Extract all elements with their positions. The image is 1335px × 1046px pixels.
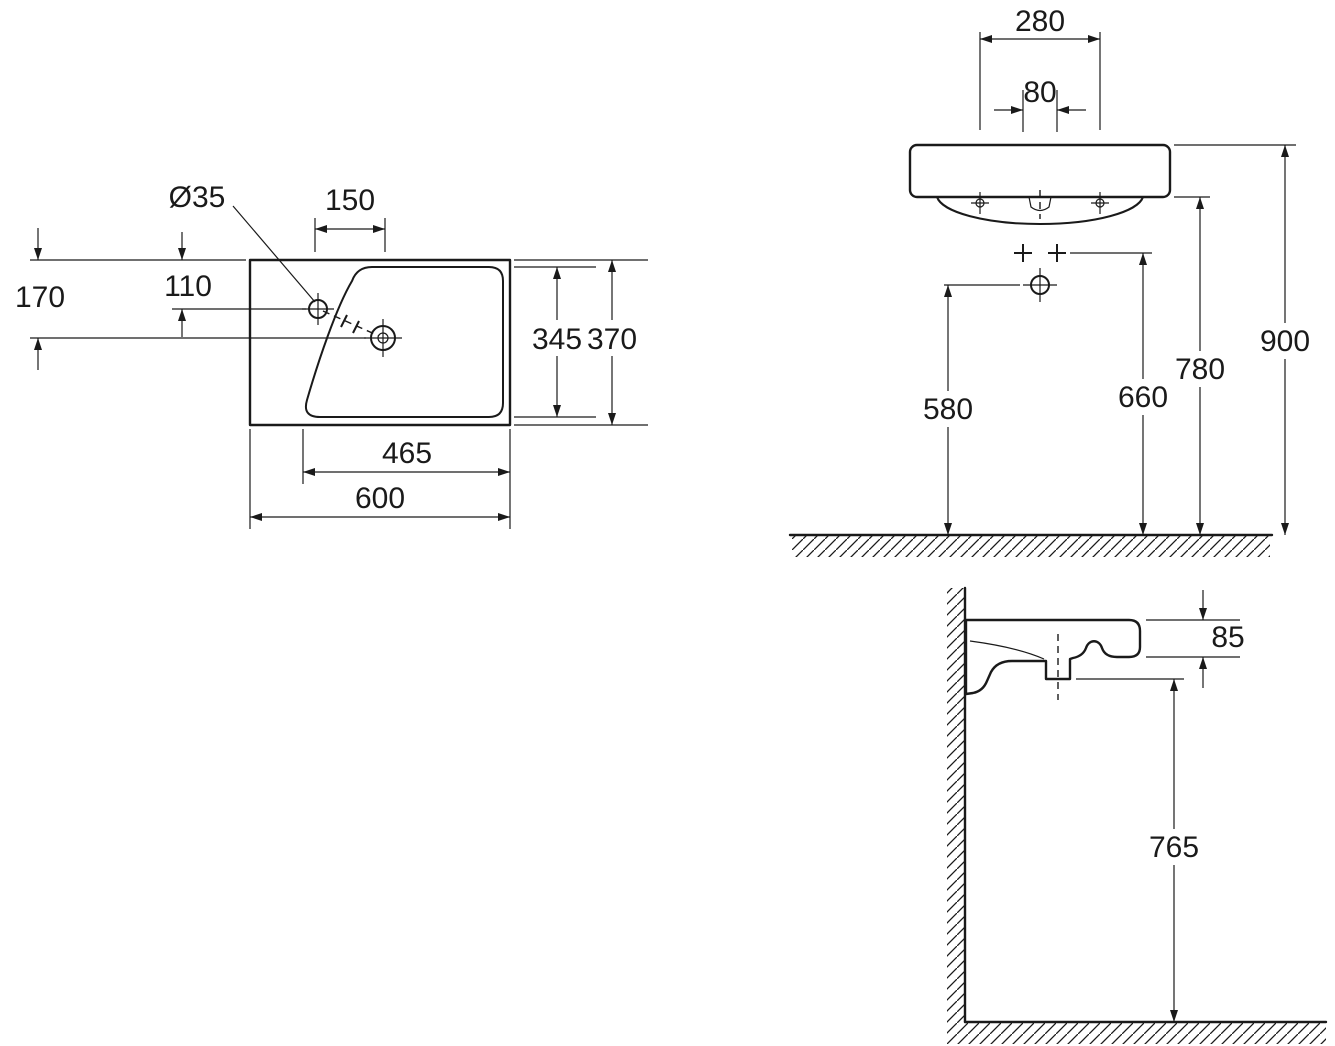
label-hole-diameter: Ø35 — [169, 181, 226, 214]
plan-hole-leader-line — [232, 205, 316, 303]
label-overall-width: 600 — [355, 482, 405, 515]
plan-basin-inner-outline — [304, 266, 504, 418]
label-rim-thickness: 85 — [1211, 621, 1244, 654]
label-overall-depth: 370 — [587, 323, 637, 356]
side-floor-hatching — [965, 1023, 1326, 1044]
front-fixing-hole-right — [1048, 244, 1066, 262]
label-mask-370 — [586, 320, 638, 356]
label-drain-height: 580 — [923, 393, 973, 426]
side-basin-profile — [964, 618, 1142, 696]
label-underside-clearance: 765 — [1149, 831, 1199, 864]
plan-tap-option-tick-2 — [352, 320, 360, 334]
side-view: 85 765 — [947, 586, 1328, 1044]
front-basin-apron — [936, 196, 1144, 225]
label-underside-height: 780 — [1175, 353, 1225, 386]
label-tap-offset: 110 — [164, 270, 212, 303]
side-extension-lines — [1076, 619, 1240, 680]
plan-view: Ø35 150 110 170 345 370 465 600 — [15, 181, 648, 529]
front-tap-hole-right — [1091, 192, 1109, 214]
label-inner-width: 465 — [382, 437, 432, 470]
front-view: 280 80 580 660 780 900 — [788, 5, 1312, 557]
label-mask-765 — [1147, 829, 1201, 865]
plan-tap-option-centerline — [322, 310, 380, 337]
label-mask-580 — [921, 391, 975, 427]
side-wall-hatching — [947, 588, 965, 1044]
label-fixing-height: 660 — [1118, 381, 1168, 414]
label-rim-height: 900 — [1260, 325, 1310, 358]
label-drain-offset: 170 — [15, 281, 65, 314]
front-overflow-outline — [1028, 196, 1052, 212]
front-waste-outlet — [1023, 268, 1057, 302]
side-bowl-interior-line — [969, 640, 1045, 660]
front-basin-rim — [908, 143, 1172, 199]
label-mask-780 — [1173, 351, 1227, 387]
label-mask-900 — [1258, 323, 1312, 359]
front-floor-hatching — [792, 536, 1270, 557]
label-mask-345 — [531, 320, 583, 356]
plan-tap-option-tick-1 — [340, 314, 348, 328]
plan-tap-hole — [302, 293, 334, 325]
label-mask-660 — [1116, 379, 1170, 415]
front-tap-hole-left — [971, 192, 989, 214]
label-tap-span: 150 — [325, 184, 375, 217]
plan-waste-outlet — [364, 319, 402, 357]
label-fixing-span: 280 — [1015, 5, 1065, 38]
front-fixing-hole-left — [1014, 244, 1032, 262]
front-overflow-detail — [1028, 190, 1052, 219]
label-bolt-span: 80 — [1023, 76, 1056, 109]
label-inner-depth: 345 — [532, 323, 582, 356]
